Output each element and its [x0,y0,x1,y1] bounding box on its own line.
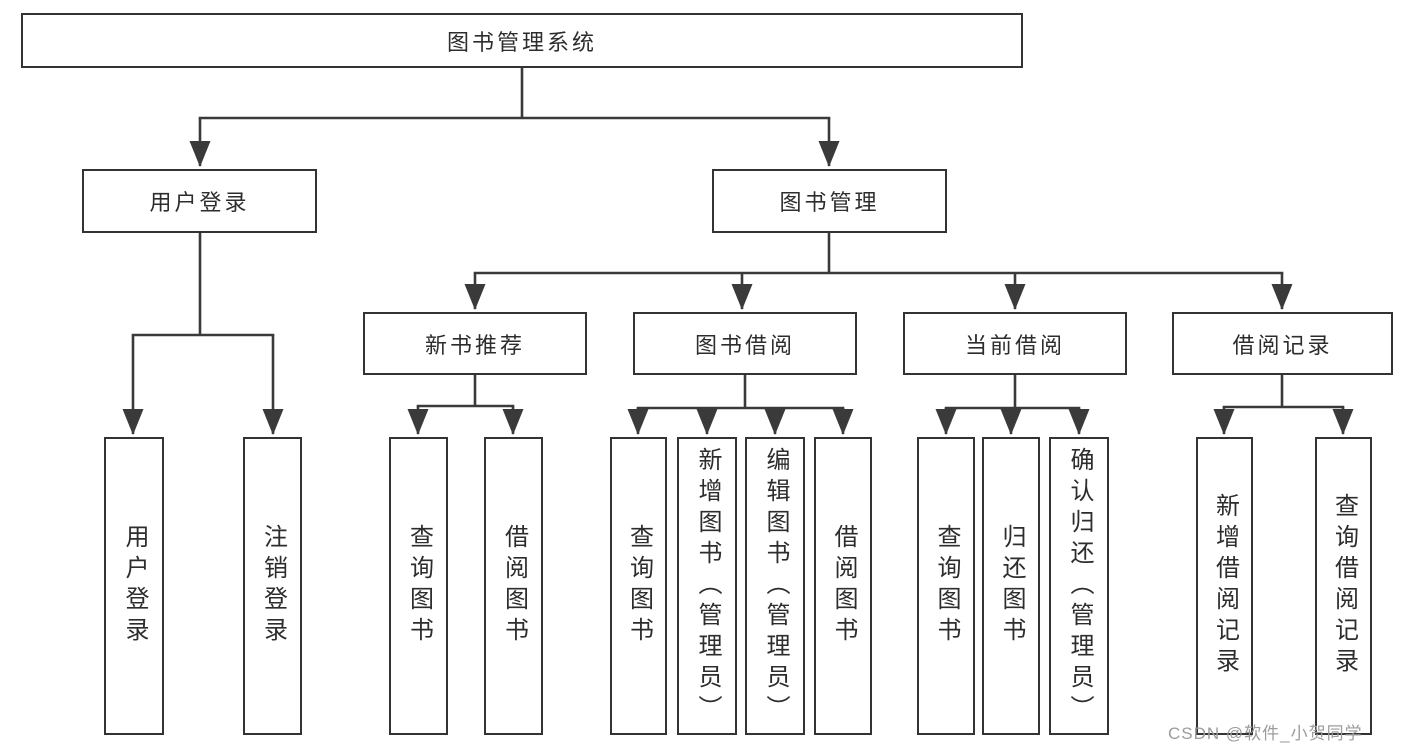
node-current-borrow-label: 当前借阅 [964,332,1065,358]
leaf-query-books-recommend: 查询图书 [389,437,448,735]
leaf-user-login: 用户登录 [104,437,164,735]
leaf-add-book-admin-label: 新增图书（管理员） [694,446,721,726]
node-book-borrow: 图书借阅 [633,312,857,375]
leaf-query-books-borrow: 查询图书 [610,437,667,735]
leaf-return-book: 归还图书 [982,437,1040,735]
leaf-borrow-books: 借阅图书 [814,437,872,735]
node-new-book-recommend: 新书推荐 [363,312,587,375]
node-root: 图书管理系统 [21,13,1023,68]
leaf-return-book-label: 归还图书 [998,524,1025,648]
node-borrow-records-label: 借阅记录 [1232,332,1333,358]
leaf-add-borrow-record: 新增借阅记录 [1196,437,1253,735]
leaf-borrow-books-recommend: 借阅图书 [484,437,543,735]
leaf-borrow-books-recommend-label: 借阅图书 [500,524,528,648]
csdn-watermark: CSDN @软件_小贺同学 [1168,724,1363,743]
leaf-user-login-label: 用户登录 [121,524,148,648]
node-new-book-recommend-label: 新书推荐 [424,332,525,358]
leaf-query-books-current: 查询图书 [917,437,975,735]
leaf-query-books-borrow-label: 查询图书 [625,524,653,648]
leaf-edit-book-admin-label: 编辑图书（管理员） [762,446,789,726]
node-user-login: 用户登录 [82,169,317,233]
leaf-query-borrow-record-label: 查询借阅记录 [1330,493,1358,679]
leaf-add-borrow-record-label: 新增借阅记录 [1211,493,1239,679]
leaf-logout: 注销登录 [243,437,302,735]
leaf-query-books-recommend-label: 查询图书 [405,524,433,648]
leaf-confirm-return-admin: 确认归还（管理员） [1049,437,1109,735]
leaf-query-books-current-label: 查询图书 [933,524,960,648]
leaf-logout-label: 注销登录 [259,524,287,648]
leaf-add-book-admin: 新增图书（管理员） [677,437,737,735]
leaf-borrow-books-label: 借阅图书 [830,524,857,648]
node-user-login-label: 用户登录 [149,190,250,215]
leaf-query-borrow-record: 查询借阅记录 [1315,437,1372,735]
node-current-borrow: 当前借阅 [903,312,1127,375]
leaf-confirm-return-admin-label: 确认归还（管理员） [1066,446,1093,726]
node-book-management-label: 图书管理 [779,190,880,215]
node-root-label: 图书管理系统 [446,29,597,55]
leaf-edit-book-admin: 编辑图书（管理员） [745,437,805,735]
node-book-management: 图书管理 [712,169,947,233]
node-book-borrow-label: 图书借阅 [694,332,795,358]
node-borrow-records: 借阅记录 [1172,312,1393,375]
